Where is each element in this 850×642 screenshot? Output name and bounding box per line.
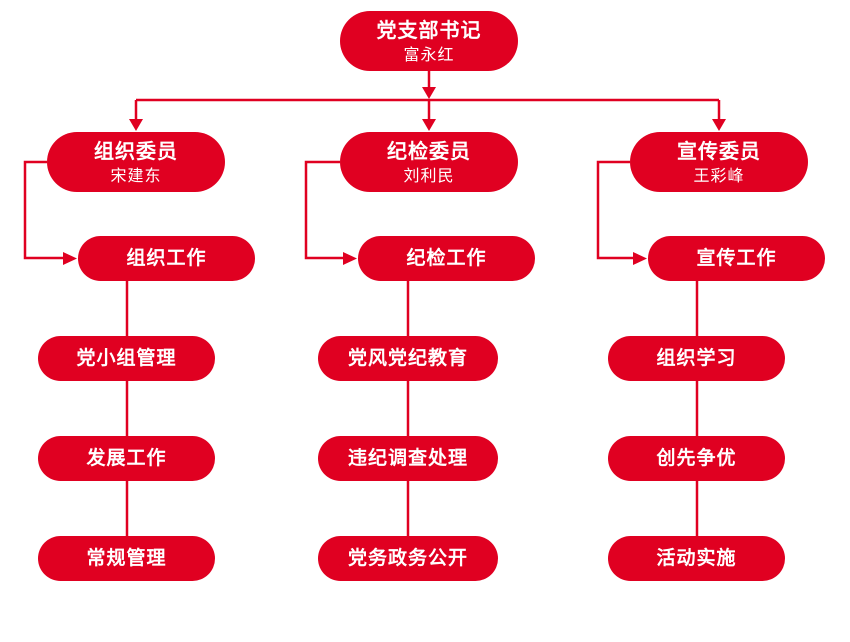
- arrow-right-icon: [63, 252, 77, 265]
- node-person-label: 富永红: [403, 44, 455, 64]
- node-role-label: 纪检委员: [387, 138, 471, 163]
- connector-elbow-branch-1: [304, 160, 343, 260]
- node-organization-committee: 组织委员 宋建东: [47, 132, 225, 192]
- arrow-right-icon: [343, 252, 357, 265]
- node-role-label: 组织委员: [94, 138, 178, 163]
- node-organization-work: 组织工作: [78, 236, 255, 281]
- node-task: 活动实施: [608, 536, 785, 581]
- connector-elbow-branch-2: [596, 160, 633, 260]
- node-task: 党风党纪教育: [318, 336, 498, 381]
- node-task: 党小组管理: [38, 336, 215, 381]
- node-task: 违纪调查处理: [318, 436, 498, 481]
- node-task: 组织学习: [608, 336, 785, 381]
- node-person-label: 刘利民: [403, 165, 455, 185]
- node-discipline-committee: 纪检委员 刘利民: [340, 132, 518, 192]
- node-role-label: 党支部书记: [376, 17, 482, 42]
- node-publicity-work: 宣传工作: [648, 236, 825, 281]
- node-party-branch-secretary: 党支部书记 富永红: [340, 11, 518, 71]
- node-task: 发展工作: [38, 436, 215, 481]
- node-person-label: 宋建东: [110, 165, 162, 185]
- node-task: 党务政务公开: [318, 536, 498, 581]
- arrow-down-icon: [422, 119, 436, 131]
- node-task: 创先争优: [608, 436, 785, 481]
- arrow-down-icon: [422, 87, 436, 99]
- arrow-right-icon: [633, 252, 647, 265]
- node-discipline-work: 纪检工作: [358, 236, 535, 281]
- arrow-down-icon: [129, 119, 143, 131]
- node-task: 常规管理: [38, 536, 215, 581]
- node-publicity-committee: 宣传委员 王彩峰: [630, 132, 808, 192]
- node-person-label: 王彩峰: [693, 165, 745, 185]
- arrow-down-icon: [712, 119, 726, 131]
- node-role-label: 宣传委员: [677, 138, 761, 163]
